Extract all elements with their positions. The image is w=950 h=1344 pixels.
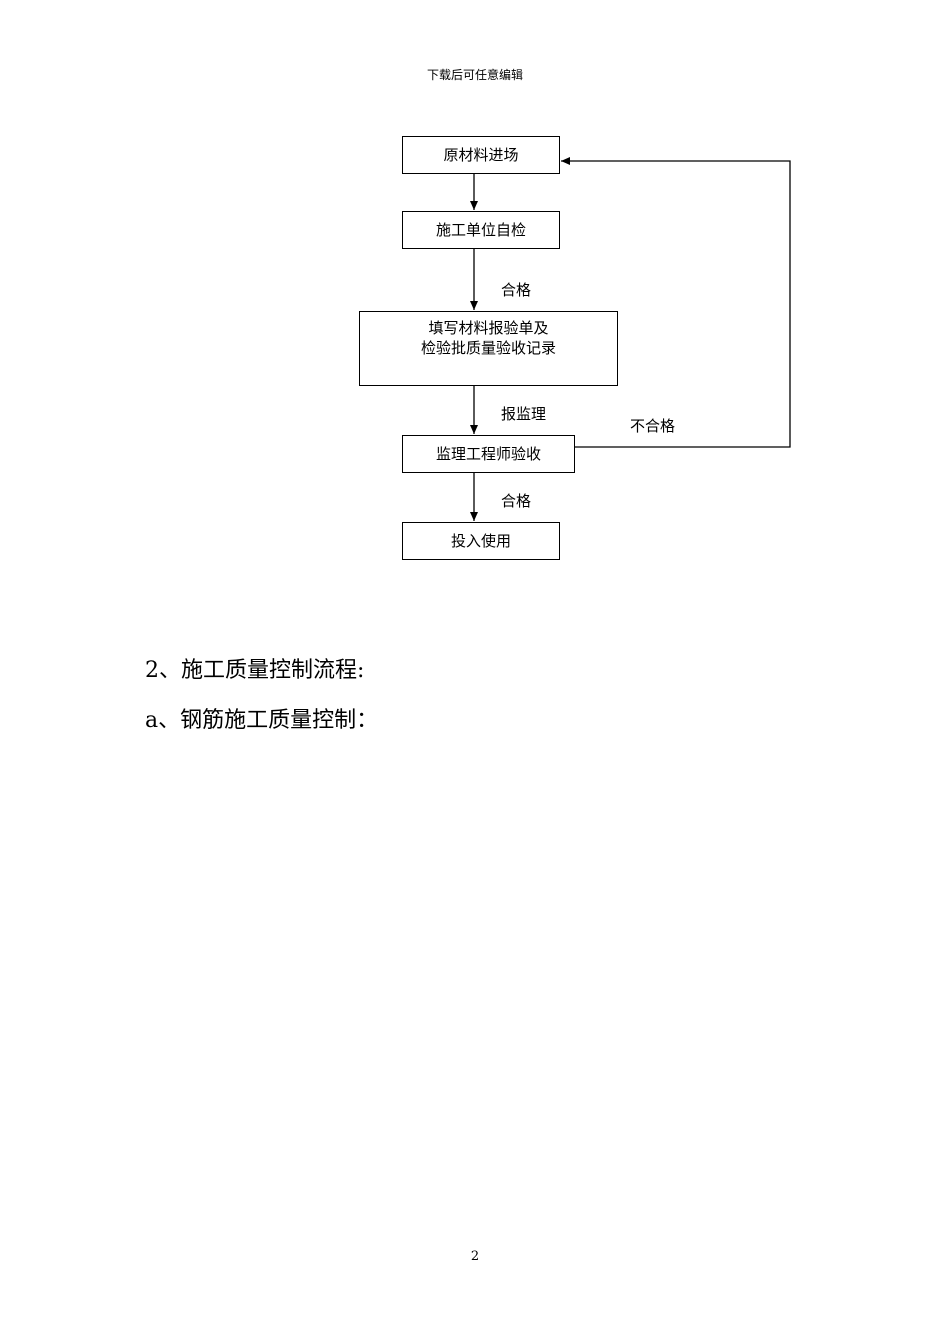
node-self-inspection: 施工单位自检 [402,211,560,249]
node-fill-forms-line1: 填写材料报验单及 [428,319,549,337]
edge-label-report-supervisor: 报监理 [501,405,547,423]
section-heading: 2、施工质量控制流程: [145,658,365,683]
flowchart-connectors [470,157,791,521]
node-self-inspection-label: 施工单位自检 [435,221,526,239]
node-supervisor-acceptance: 监理工程师验收 [402,435,575,473]
node-supervisor-acceptance-label: 监理工程师验收 [435,445,541,463]
node-materials-arrival: 原材料进场 [402,136,560,174]
node-materials-arrival-label: 原材料进场 [443,146,519,164]
page-number: 2 [470,1249,480,1264]
arrow-fail-loop-back [561,157,791,448]
node-fill-forms-line2: 检验批质量验收记录 [420,339,556,357]
edge-label-fail: 不合格 [630,417,676,435]
node-put-into-use-label: 投入使用 [450,532,511,550]
edge-label-pass-2: 合格 [501,492,532,510]
subsection-heading: a、钢筋施工质量控制： [145,708,379,733]
edge-label-pass-1: 合格 [501,281,532,299]
page-header: 下载后可任意编辑 [426,68,523,82]
node-fill-forms: 填写材料报验单及 检验批质量验收记录 [359,311,618,386]
node-put-into-use: 投入使用 [402,522,560,560]
